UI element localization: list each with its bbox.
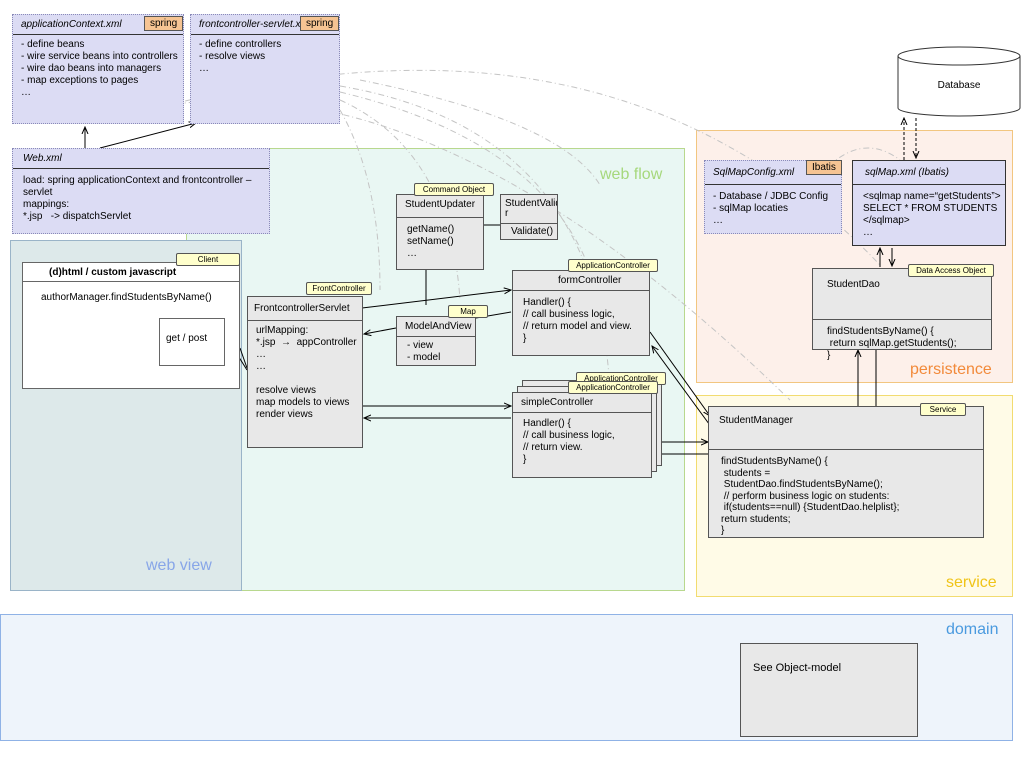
front-controller-box: FrontcontrollerServlet urlMapping: *.jsp… bbox=[247, 296, 363, 448]
service-stereotype-tag: Service bbox=[920, 403, 966, 416]
simple-controller-lines: Handler() { // call business logic, // r… bbox=[523, 418, 615, 465]
web-xml-box: Web.xml load: spring applicationContext … bbox=[12, 148, 270, 234]
frontcontroller-servlet-xml-title: frontcontroller-servlet.xml bbox=[191, 15, 339, 35]
web-flow-label: web flow bbox=[600, 166, 663, 183]
web-view-label: web view bbox=[146, 557, 212, 574]
student-manager-box: StudentManager findStudentsByName() { st… bbox=[708, 406, 984, 538]
form-controller-box: formController Handler() { // call busin… bbox=[512, 270, 650, 356]
ibatis-tag: Ibatis bbox=[806, 160, 842, 175]
command-object-stereotype-tag: Command Object bbox=[414, 183, 494, 196]
object-model-box: See Object-model bbox=[740, 643, 918, 737]
form-controller-title: formController bbox=[513, 271, 649, 291]
front-controller-stereotype-tag: FrontController bbox=[306, 282, 372, 295]
application-context-spring-tag: spring bbox=[144, 16, 184, 31]
database-label: Database bbox=[937, 80, 981, 91]
object-model-label: See Object-model bbox=[753, 662, 842, 674]
model-and-view-lines: - view - model bbox=[407, 340, 441, 363]
dep-arc bbox=[339, 109, 381, 291]
student-manager-title: StudentManager bbox=[709, 407, 983, 450]
database-cylinder bbox=[897, 46, 1021, 117]
arrow-form-manager bbox=[649, 331, 710, 416]
web-xml-lines: load: spring applicationContext and fron… bbox=[23, 175, 252, 222]
student-manager-lines: findStudentsByName() { students = Studen… bbox=[721, 456, 900, 536]
student-validator-lines: Validate() bbox=[511, 226, 554, 237]
domain-label: domain bbox=[946, 621, 999, 638]
web-xml-title: Web.xml bbox=[13, 149, 269, 169]
student-validator-box: StudentValidato r Validate() bbox=[500, 194, 558, 240]
simple-controller-box: simpleController Handler() { // call bus… bbox=[512, 392, 652, 478]
frontcontroller-servlet-xml-lines: - define controllers - resolve views … bbox=[199, 39, 282, 74]
line-getpost bbox=[239, 347, 248, 369]
student-dao-box: StudentDao findStudentsByName() { return… bbox=[812, 268, 992, 361]
sqlmap-config-lines: - Database / JDBC Config - sqlMap locati… bbox=[713, 191, 829, 226]
student-updater-lines: getName() setName() … bbox=[407, 224, 455, 259]
sqlmap-config-title: SqlMapConfig.xml bbox=[705, 161, 841, 185]
application-context-box: applicationContext.xml - define beans - … bbox=[12, 14, 184, 124]
dao-stereotype-tag: Data Access Object bbox=[908, 264, 994, 277]
form-controller-stereotype-tag: ApplicationController bbox=[568, 259, 658, 272]
student-dao-lines: findStudentsByName() { return sqlMap.get… bbox=[827, 326, 957, 361]
front-controller-title: FrontcontrollerServlet bbox=[248, 297, 362, 321]
model-and-view-title: ModelAndView bbox=[397, 317, 475, 337]
get-post-label: get / post bbox=[166, 333, 208, 344]
persistence-label: persistence bbox=[910, 361, 992, 378]
dep-arc bbox=[99, 99, 791, 401]
dep-arc bbox=[819, 147, 901, 176]
student-validator-title: StudentValidato r bbox=[501, 195, 557, 224]
form-controller-lines: Handler() { // call business logic, // r… bbox=[523, 297, 632, 344]
model-and-view-box: ModelAndView - view - model bbox=[396, 316, 476, 366]
arrow-manager-form bbox=[652, 346, 713, 429]
student-dao-title: StudentDao bbox=[813, 269, 991, 320]
frontcontroller-servlet-xml-box: frontcontroller-servlet.xml - define con… bbox=[190, 14, 340, 124]
simple-controller-stereotype-tag: ApplicationController bbox=[568, 381, 658, 394]
simple-controller-title: simpleController bbox=[513, 393, 651, 413]
arrow-mav-front bbox=[364, 327, 397, 334]
service-label: service bbox=[946, 574, 997, 591]
front-controller-lines: urlMapping: *.jsp → appController … … re… bbox=[256, 325, 357, 420]
map-stereotype-tag: Map bbox=[448, 305, 488, 318]
sqlmap-config-box: SqlMapConfig.xml - Database / JDBC Confi… bbox=[704, 160, 842, 234]
arrow-webxml-servletxml bbox=[99, 123, 196, 149]
sqlmap-xml-lines: <sqlmap name=“getStudents”> SELECT * FRO… bbox=[863, 191, 1001, 238]
get-post-box: get / post bbox=[159, 318, 225, 366]
sqlmap-xml-box: sqlMap.xml (Ibatis) <sqlmap name=“getStu… bbox=[852, 160, 1006, 246]
client-stereotype-tag: Client bbox=[176, 253, 240, 266]
client-title: (d)html / custom javascript bbox=[23, 263, 239, 282]
arrow-front-form bbox=[361, 290, 511, 309]
sqlmap-xml-title: sqlMap.xml (Ibatis) bbox=[853, 161, 1005, 185]
frontcontroller-servlet-spring-tag: spring bbox=[300, 16, 340, 31]
student-updater-box: StudentUpdater getName() setName() … bbox=[396, 194, 484, 270]
application-context-lines: - define beans - wire service beans into… bbox=[21, 39, 178, 98]
student-updater-title: StudentUpdater bbox=[397, 195, 483, 218]
dep-arc bbox=[359, 79, 601, 186]
client-call: authorManager.findStudentsByName() bbox=[41, 292, 212, 303]
application-context-title: applicationContext.xml bbox=[13, 15, 183, 35]
